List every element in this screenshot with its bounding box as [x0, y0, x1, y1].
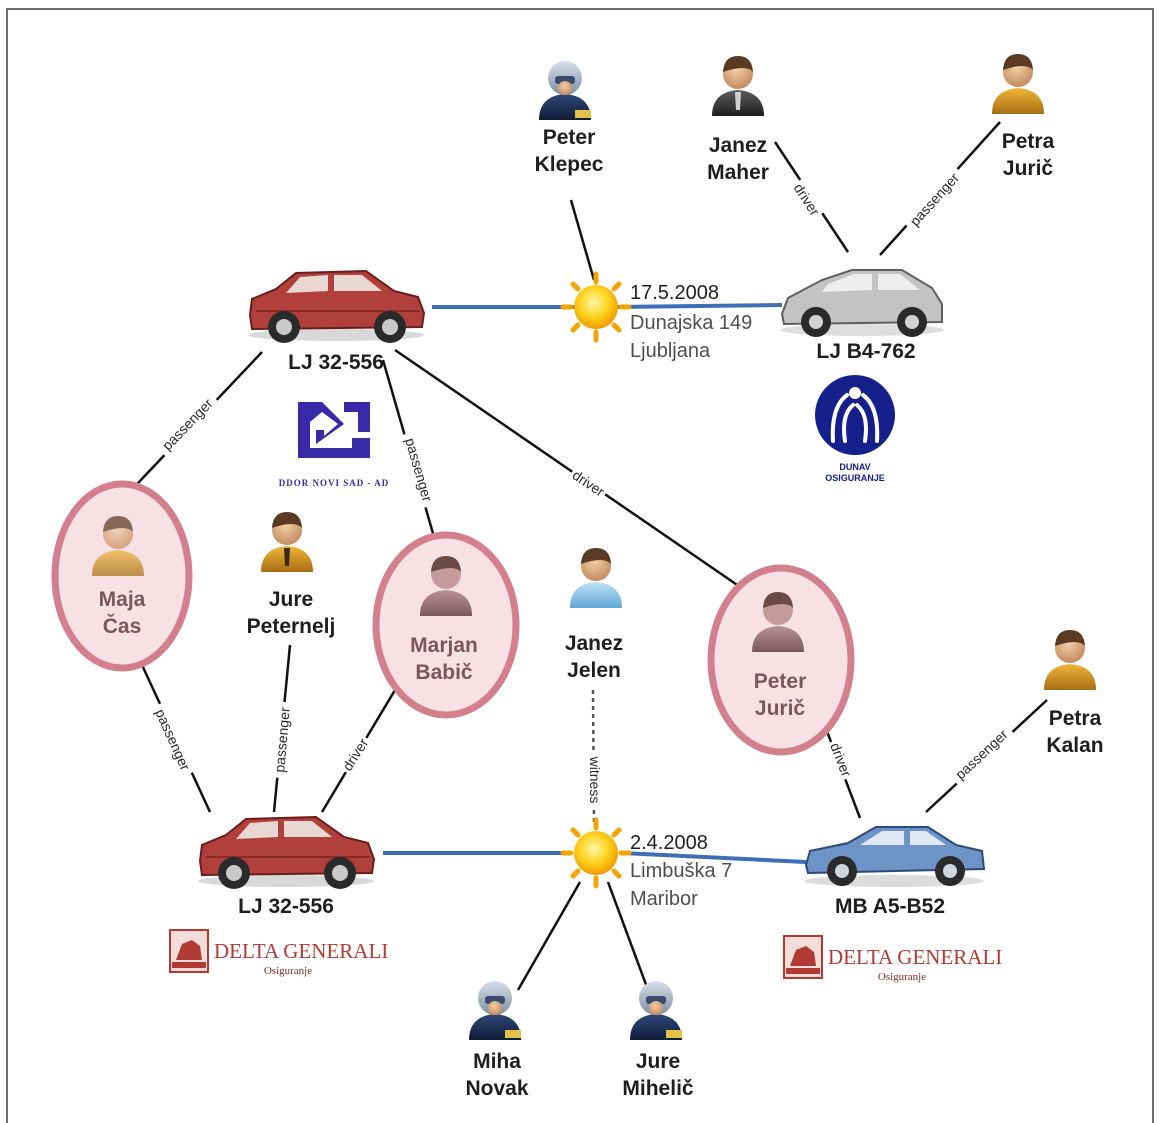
person-icon: [92, 516, 144, 576]
suspicious-ring-marjan-babic: [372, 531, 520, 719]
ddor-logo-text: DDOR NOVI SAD - AD: [279, 478, 390, 488]
person-name-line2: Novak: [465, 1077, 528, 1100]
accident-street: Dunajska 149: [630, 312, 752, 334]
person-name-line2: Mihelič: [622, 1077, 694, 1100]
accident-sun-icon: [560, 817, 632, 889]
person-janez-maher[interactable]: Janez Maher: [707, 56, 769, 184]
person-name-line2: Jurič: [755, 697, 806, 720]
person-petra-juric[interactable]: Petra Jurič: [992, 54, 1055, 180]
delta-generali-lion-icon: [783, 935, 823, 979]
edge-label-passenger: passenger: [271, 706, 293, 773]
delta-generali-name: DELTA GENERALI: [214, 939, 388, 963]
person-name-line2: Kalan: [1046, 734, 1103, 757]
person-name-line1: Janez: [709, 134, 767, 157]
edge-label-passenger: passenger: [159, 395, 216, 453]
person-icon: [1044, 630, 1096, 690]
vehicle-lj-32-556-bottom[interactable]: LJ 32-556: [198, 815, 376, 918]
vehicle-lj-32-556-top[interactable]: LJ 32-556: [248, 269, 426, 374]
accident-date: 2.4.2008: [630, 832, 708, 854]
insurer-logo-ddor: DDOR NOVI SAD - AD: [279, 402, 390, 488]
vehicle-mb-a5-b52[interactable]: MB A5-B52: [804, 826, 986, 918]
collision-line-top-right: [617, 303, 783, 309]
person-name-line2: Maher: [707, 161, 769, 184]
person-name-line2: Jurič: [1003, 157, 1054, 180]
dunav-logo-icon: [815, 375, 895, 455]
person-name-line2: Peternelj: [247, 615, 336, 638]
sedan-icon: [804, 826, 986, 887]
person-name-line1: Peter: [543, 126, 596, 149]
person-marjan-babic[interactable]: Marjan Babič: [410, 556, 478, 684]
person-icon: [992, 54, 1044, 114]
accident-street: Limbuška 7: [630, 860, 732, 882]
accident-date: 17.5.2008: [630, 282, 719, 304]
accident-city: Ljubljana: [630, 340, 711, 362]
person-name-line2: Babič: [415, 661, 473, 684]
suv-icon: [248, 269, 426, 343]
edge-label-driver: driver: [827, 740, 855, 779]
ddor-logo-icon: [298, 402, 370, 458]
person-name-line1: Petra: [1049, 707, 1102, 730]
vehicle-plate: LJ 32-556: [288, 351, 384, 374]
person-name-line1: Jure: [269, 588, 313, 611]
edge-label-witness: witness: [587, 756, 603, 804]
person-icon: [420, 556, 472, 616]
person-name-line1: Maja: [99, 588, 146, 611]
edge-label-passenger: passenger: [952, 726, 1011, 783]
person-peter-juric[interactable]: Peter Jurič: [752, 592, 806, 720]
person-name-line1: Janez: [565, 632, 623, 655]
person-name-line1: Petra: [1002, 130, 1055, 153]
vehicle-plate: LJ B4-762: [816, 340, 915, 363]
person-jure-mihelic[interactable]: Jure Mihelič: [622, 981, 694, 1100]
police-officer-icon: [469, 981, 521, 1040]
person-peter-klepec[interactable]: Peter Klepec: [535, 61, 604, 176]
delta-generali-lion-icon: [169, 929, 209, 973]
suv-icon: [198, 815, 376, 889]
dunav-logo-line2: OSIGURANJE: [825, 473, 885, 483]
person-maja-cas[interactable]: Maja Čas: [92, 516, 146, 638]
suspicious-ring-peter-juric: [707, 564, 855, 756]
person-name-line2: Klepec: [535, 153, 604, 176]
police-officer-icon: [539, 61, 591, 120]
insurer-logo-delta-generali-left: DELTA GENERALI Osiguranje: [169, 929, 388, 977]
person-icon: [752, 592, 804, 652]
link-novak-accident-bottom: [516, 881, 582, 991]
person-icon: [712, 56, 764, 116]
delta-generali-sub: Osiguranje: [878, 971, 926, 983]
link-klepec-accident-top: [569, 199, 596, 281]
person-name-line2: Jelen: [567, 659, 621, 682]
person-miha-novak[interactable]: Miha Novak: [465, 981, 529, 1100]
person-icon: [570, 548, 622, 608]
person-name-line1: Peter: [754, 670, 807, 693]
hatchback-icon: [780, 269, 944, 337]
person-name-line2: Čas: [103, 614, 142, 638]
accident-bottom[interactable]: 2.4.2008 Limbuška 7 Maribor: [560, 817, 732, 910]
link-mihelic-accident-bottom: [606, 881, 650, 991]
collision-line-bottom-right: [621, 851, 807, 864]
delta-generali-name: DELTA GENERALI: [828, 945, 1002, 969]
dunav-logo-line1: DUNAV: [839, 462, 870, 472]
person-icon: [261, 512, 313, 572]
delta-generali-sub: Osiguranje: [264, 965, 312, 977]
person-petra-kalan[interactable]: [1044, 630, 1096, 690]
vehicle-plate: MB A5-B52: [835, 895, 945, 918]
accident-city: Maribor: [630, 888, 698, 910]
accident-sun-icon: [560, 271, 632, 343]
edge-label-passenger: passenger: [402, 436, 435, 504]
person-name-line1: Miha: [473, 1050, 521, 1073]
vehicle-lj-b4-762[interactable]: LJ B4-762: [780, 269, 944, 363]
person-janez-jelen[interactable]: Janez Jelen: [565, 548, 623, 682]
police-officer-icon: [630, 981, 682, 1040]
edge-label-passenger: passenger: [152, 706, 193, 773]
insurer-logo-delta-generali-right: DELTA GENERALI Osiguranje: [783, 935, 1002, 983]
person-name-line1: Jure: [636, 1050, 680, 1073]
edge-label-passenger: passenger: [906, 169, 962, 229]
insurer-logo-dunav: DUNAV OSIGURANJE: [815, 375, 895, 483]
person-name-line1: Marjan: [410, 634, 478, 657]
accident-top[interactable]: 17.5.2008 Dunajska 149 Ljubljana: [560, 271, 752, 362]
suspicious-rings-layer: [51, 480, 855, 756]
vehicle-plate: LJ 32-556: [238, 895, 334, 918]
person-jure-peternelj[interactable]: Jure Peternelj: [247, 512, 336, 638]
